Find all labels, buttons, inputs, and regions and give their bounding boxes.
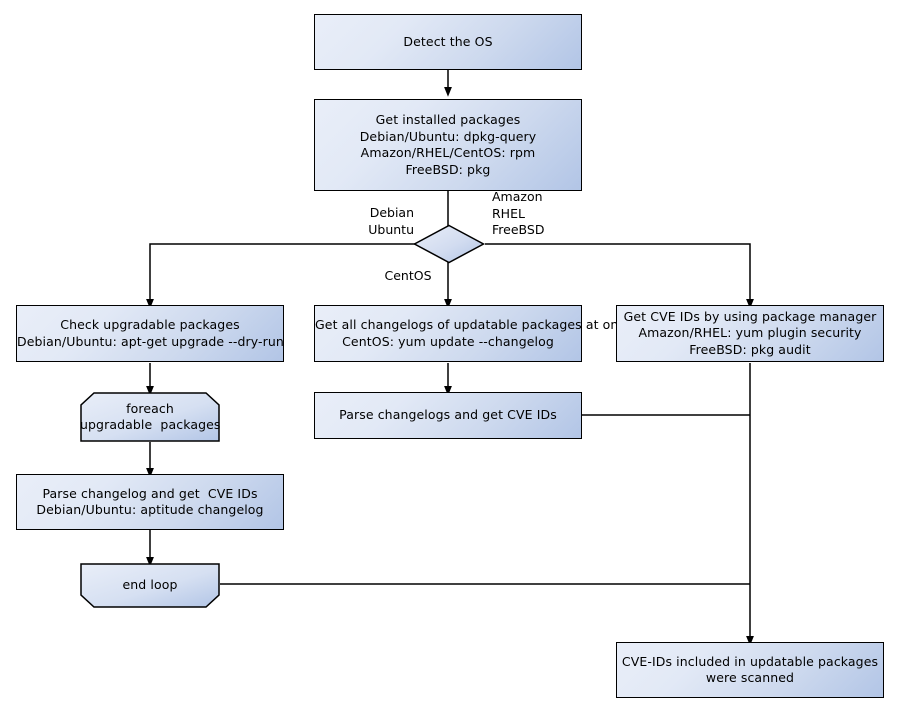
node-os-decision[interactable]	[412, 224, 486, 264]
decision-diamond-icon	[412, 224, 486, 264]
node-parse-changelogs-centos-label: Parse changelogs and get CVE IDs	[339, 407, 557, 423]
node-get-installed-packages[interactable]: Get installed packages Debian/Ubuntu: dp…	[314, 99, 582, 191]
node-check-upgradable-packages[interactable]: Check upgradable packages Debian/Ubuntu:…	[16, 305, 284, 362]
loop-end-shape-icon	[80, 563, 220, 608]
node-get-all-changelogs[interactable]: Get all changelogs of updatable packages…	[314, 305, 633, 362]
node-parse-changelog-debian-label: Parse changelog and get CVE IDs Debian/U…	[36, 485, 264, 518]
node-detect-os[interactable]: Detect the OS	[314, 14, 582, 70]
node-result-label: CVE-IDs included in updatable packages w…	[621, 653, 879, 686]
node-check-upgradable-packages-label: Check upgradable packages Debian/Ubuntu:…	[17, 317, 284, 349]
node-parse-changelog-debian[interactable]: Parse changelog and get CVE IDs Debian/U…	[16, 474, 284, 530]
node-get-all-changelogs-label: Get all changelogs of updatable packages…	[315, 317, 633, 349]
node-foreach-loop-start[interactable]: foreach upgradable packages	[80, 392, 220, 442]
edge-decision-right	[485, 243, 754, 309]
node-result[interactable]: CVE-IDs included in updatable packages w…	[616, 642, 884, 698]
loop-start-shape-icon	[80, 392, 220, 442]
node-detect-os-label: Detect the OS	[403, 33, 493, 49]
node-end-loop-label: end loop	[122, 577, 178, 593]
edge-label-down-branch: CentOS	[384, 268, 432, 283]
edge-label-right-branch: Amazon RHEL FreeBSD	[492, 189, 545, 237]
node-parse-changelogs-centos[interactable]: Parse changelogs and get CVE IDs	[314, 392, 582, 439]
edge-label-left-branch: Debian Ubuntu	[368, 205, 414, 237]
node-foreach-loop-start-label: foreach upgradable packages	[80, 400, 221, 433]
node-get-installed-packages-label: Get installed packages Debian/Ubuntu: dp…	[359, 112, 537, 177]
node-get-cve-ids-package-manager-label: Get CVE IDs by using package manager Ama…	[623, 308, 877, 357]
node-end-loop[interactable]: end loop	[80, 563, 220, 608]
node-get-cve-ids-package-manager[interactable]: Get CVE IDs by using package manager Ama…	[616, 305, 884, 362]
